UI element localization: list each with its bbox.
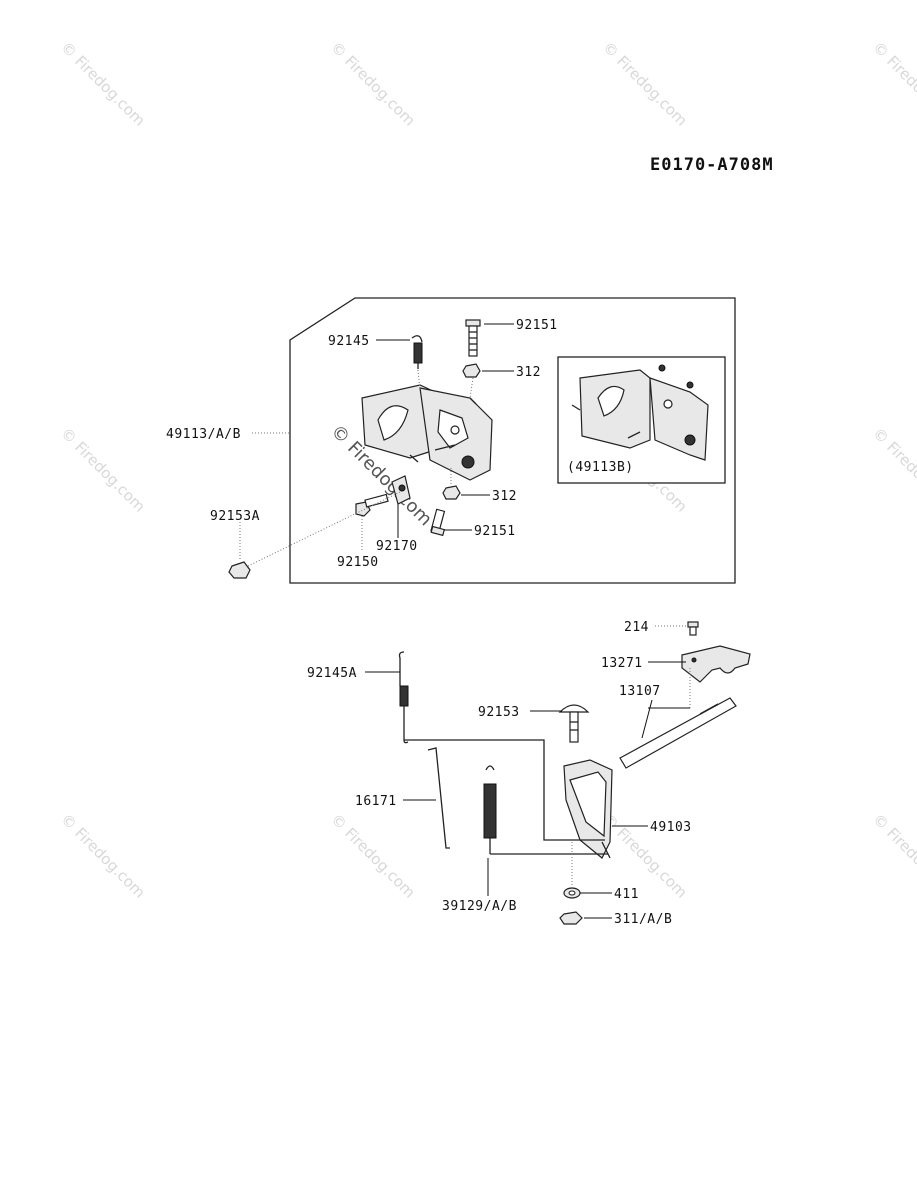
screw-92151-bottom xyxy=(430,508,446,537)
label-39129: 39129/A/B xyxy=(442,899,517,914)
label-214: 214 xyxy=(624,620,649,635)
label-92153A: 92153A xyxy=(210,509,260,524)
watermark-text: © Firedog.com xyxy=(57,38,149,130)
assembly-frame xyxy=(289,297,736,584)
spring-92145 xyxy=(411,335,423,369)
lever-49103 xyxy=(563,759,613,859)
label-16171: 16171 xyxy=(355,794,397,809)
bolt-92150 xyxy=(355,493,389,517)
label-92150: 92150 xyxy=(337,555,379,570)
bolt-92153 xyxy=(558,704,590,743)
control-bracket-drawing xyxy=(361,384,493,481)
label-92153: 92153 xyxy=(478,705,520,720)
nut-312-top xyxy=(462,363,481,378)
watermark-text: © Firedog.com xyxy=(869,424,917,516)
nut-312-mid xyxy=(442,485,461,500)
diagram-code: E0170-A708M xyxy=(650,155,774,175)
label-312-mid: 312 xyxy=(492,489,517,504)
screw-92151-top xyxy=(465,319,481,357)
watermark-text: © Firedog.com xyxy=(57,810,149,902)
watermark-text: © Firedog.com xyxy=(869,38,917,130)
watermark-text: © Firedog.com xyxy=(327,810,419,902)
inset-label: (49113B) xyxy=(567,460,634,475)
screw-214 xyxy=(687,621,699,636)
label-311: 311/A/B xyxy=(614,912,672,927)
label-92145A: 92145A xyxy=(307,666,357,681)
watermark-text: © Firedog.com xyxy=(869,810,917,902)
shaft-13107 xyxy=(619,668,737,769)
leader-lines-top xyxy=(239,323,514,560)
spring-39129 xyxy=(483,765,608,855)
label-312-top: 312 xyxy=(516,365,541,380)
watermark-text: © Firedog.com xyxy=(599,38,691,130)
leader-lines-bottom xyxy=(365,625,690,919)
rod-16171 xyxy=(427,747,450,849)
label-92145: 92145 xyxy=(328,334,370,349)
watermark-text: © Firedog.com xyxy=(57,424,149,516)
spring-92145A xyxy=(398,651,605,841)
label-49113: 49113/A/B xyxy=(166,427,241,442)
nut-311 xyxy=(559,911,583,925)
label-411: 411 xyxy=(614,887,639,902)
plate-13271 xyxy=(681,645,751,683)
label-49103: 49103 xyxy=(650,820,692,835)
label-92151-top: 92151 xyxy=(516,318,558,333)
label-92170: 92170 xyxy=(376,539,418,554)
inset-bracket-drawing xyxy=(571,364,709,461)
label-13271: 13271 xyxy=(601,656,643,671)
lever-92170 xyxy=(391,475,411,505)
label-92151-bottom: 92151 xyxy=(474,524,516,539)
bolt-92153A xyxy=(228,491,401,579)
label-13107: 13107 xyxy=(619,684,661,699)
watermark-text: © Firedog.com xyxy=(327,38,419,130)
